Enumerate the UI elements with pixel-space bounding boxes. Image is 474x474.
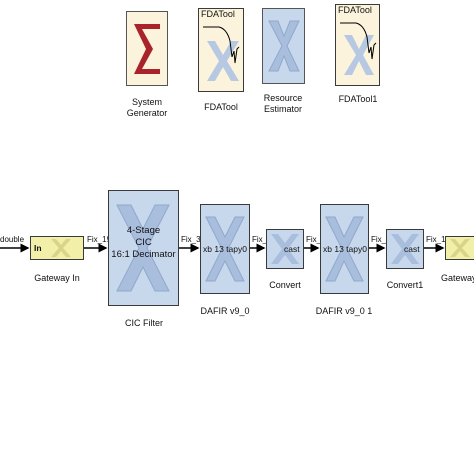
filter-response-icon: [340, 22, 377, 60]
cic-filter-block[interactable]: 4-Stage CIC 16:1 Decimator: [108, 190, 179, 306]
dafir1-label: DAFIR v9_0: [200, 306, 250, 316]
cic-filter-description: 4-Stage CIC 16:1 Decimator: [111, 225, 176, 260]
xilinx-x-watermark-icon: [325, 216, 364, 282]
fdatool-title: FDATool: [201, 9, 235, 19]
gateway-in-label: Gateway In: [34, 273, 80, 283]
xilinx-x-watermark-icon: [205, 216, 245, 282]
filter-response-icon: [203, 26, 240, 64]
cic-filter-out-port: Fix_32_8: [181, 235, 214, 244]
dafir1-port-text: xb 13 tapy0: [203, 244, 247, 254]
gateway-in-text: In: [34, 243, 42, 253]
convert-label: Convert: [269, 280, 301, 290]
fdatool1-block[interactable]: FDATool: [335, 4, 380, 86]
convert1-cast-text: cast: [404, 244, 420, 254]
xilinx-x-watermark-icon: [51, 239, 71, 257]
gateway-out-block[interactable]: [445, 236, 474, 260]
convert-block[interactable]: cast: [266, 229, 304, 269]
xilinx-x-watermark-icon: [116, 204, 170, 292]
xilinx-x-watermark-icon: [344, 35, 374, 75]
convert1-label: Convert1: [386, 280, 424, 290]
gateway-out-label: Gateway: [441, 273, 474, 283]
cic-filter-label: CIC Filter: [125, 318, 163, 328]
dafir2-block[interactable]: xb 13 tapy0: [320, 204, 369, 294]
xilinx-x-watermark-icon: [450, 239, 470, 257]
convert1-block[interactable]: cast: [386, 229, 424, 269]
input-signal-label: double: [0, 235, 25, 244]
system-generator-label: System Generator: [126, 97, 168, 118]
xilinx-logo-icon: [134, 24, 160, 74]
fdatool1-title: FDATool: [338, 5, 372, 15]
fdatool-label: FDATool: [204, 102, 238, 112]
xilinx-x-icon: [268, 20, 300, 72]
dafir2-label: DAFIR v9_0 1: [315, 306, 373, 316]
resource-estimator-block[interactable]: [262, 8, 305, 84]
gateway-in-block[interactable]: In: [30, 236, 84, 260]
gateway-in-out-port: Fix_19_8: [87, 235, 120, 244]
convert1-out-port: Fix_16_8: [426, 235, 459, 244]
dafir1-block[interactable]: xb 13 tapy0: [200, 204, 250, 294]
fdatool-block[interactable]: FDATool: [198, 8, 244, 92]
system-generator-block[interactable]: [126, 11, 168, 86]
fdatool1-label: FDATool1: [338, 94, 378, 104]
resource-estimator-label: Resource Estimator: [263, 93, 303, 114]
xilinx-x-watermark-icon: [271, 234, 299, 264]
xilinx-x-watermark-icon: [391, 234, 419, 264]
dafir2-port-text: xb 13 tapy0: [323, 244, 367, 254]
convert-cast-text: cast: [284, 244, 300, 254]
